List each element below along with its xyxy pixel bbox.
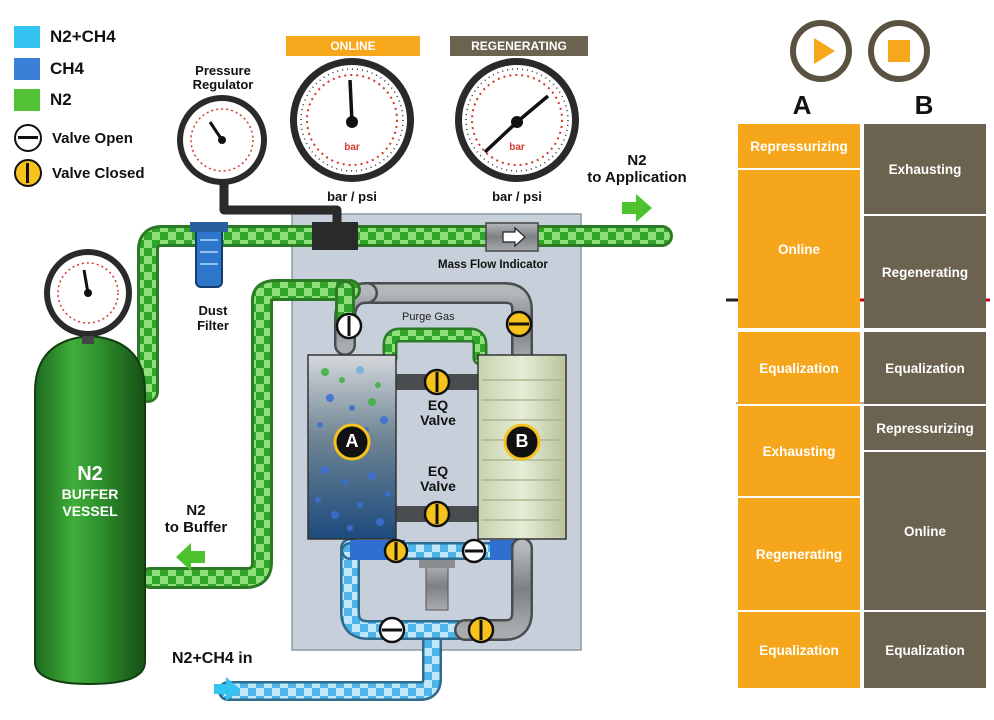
dust-filter: [195, 224, 223, 288]
schedule-a-step: Online: [738, 170, 860, 328]
valve-open-icon: [335, 312, 363, 340]
valve-closed-icon: [505, 310, 533, 338]
to-buffer-line2: to Buffer: [164, 519, 228, 536]
gauge-online: [290, 58, 414, 182]
gauge-face-unit: bar: [509, 142, 525, 153]
exhaust-muffler: [425, 561, 449, 611]
valve-closed-icon: [423, 500, 451, 528]
schedule-b-step: Exhausting: [864, 124, 986, 214]
schedule-b-step: Online: [864, 452, 986, 610]
mass-flow-label: Mass Flow Indicator: [438, 259, 548, 271]
legend-label: Valve Closed: [52, 164, 145, 182]
dust-filter-line2: Filter: [197, 318, 229, 333]
eq-valve-bottom-label: EQ Valve: [416, 464, 460, 494]
to-application-line1: N2: [627, 152, 647, 169]
legend-valve-closed: Valve Closed: [14, 159, 145, 187]
eq-valve-bottom-line2: Valve: [420, 478, 456, 494]
schedule-a-step: Exhausting: [738, 406, 860, 496]
legend-label: CH4: [50, 59, 85, 78]
arrow-to-application-icon: [622, 194, 652, 222]
stop-button[interactable]: [868, 20, 930, 82]
status-regenerating-banner: REGENERATING: [450, 36, 588, 56]
tower-b-label: B: [515, 431, 529, 451]
legend-valve-open: Valve Open: [14, 124, 133, 152]
legend-ch4: CH4: [14, 58, 84, 80]
dust-filter-line1: Dust: [198, 303, 228, 318]
stop-icon: [888, 40, 910, 62]
schedule-b-step: Repressurizing: [864, 406, 986, 450]
schedule-a-step: Equalization: [738, 612, 860, 688]
schedule-a-step: Regenerating: [738, 498, 860, 610]
arrow-to-buffer-icon: [176, 543, 205, 571]
gauge-regulator: [177, 95, 267, 185]
regulator-label-line2: Regulator: [192, 77, 254, 92]
gauge-vessel: [44, 249, 132, 344]
gauge-regenerating: [455, 58, 579, 182]
gauge-unit-label-regenerating: bar / psi: [492, 189, 542, 204]
to-application-label: N2 to Application: [580, 152, 694, 186]
gauge-unit-label-online: bar / psi: [327, 189, 377, 204]
schedule-a-step: Repressurizing: [738, 124, 860, 168]
buffer-vessel: [34, 334, 146, 686]
schedule-b-step: Equalization: [864, 332, 986, 404]
schedule-a-step: Equalization: [738, 332, 860, 404]
buffer-vessel-line3: VESSEL: [62, 503, 118, 519]
valve-open-icon: [14, 124, 42, 152]
regulator-block: [312, 222, 358, 250]
tower-a-label: A: [345, 431, 359, 451]
schedule-b-step: Regenerating: [864, 216, 986, 328]
play-button[interactable]: [790, 20, 852, 82]
to-buffer-label: N2 to Buffer: [158, 502, 234, 536]
arrow-inlet-icon: [214, 677, 240, 701]
valve-open-icon: [378, 616, 406, 644]
buffer-vessel-line1: N2: [77, 463, 103, 485]
valve-closed-icon: [14, 159, 42, 187]
valve-closed-icon: [467, 616, 495, 644]
legend-label: Valve Open: [52, 129, 133, 147]
valve-closed-icon: [383, 538, 409, 564]
buffer-vessel-line2: BUFFER: [61, 486, 119, 502]
purge-gas-label: Purge Gas: [402, 311, 455, 323]
column-b-header: B: [914, 90, 934, 120]
legend-swatch-n2: [14, 89, 40, 111]
to-application-line2: to Application: [587, 169, 687, 186]
legend-n2: N2: [14, 89, 72, 111]
pressure-regulator-label: Pressure Regulator: [178, 64, 268, 92]
buffer-vessel-label: N2 BUFFER VESSEL: [40, 462, 140, 520]
valves: [335, 310, 533, 644]
column-a-header: A: [792, 90, 812, 120]
inlet-label: N2+CH4 in: [172, 650, 253, 667]
eq-valve-top-line1: EQ: [427, 397, 449, 413]
valve-closed-icon: [423, 368, 451, 396]
to-buffer-line1: N2: [186, 502, 206, 519]
legend-swatch-ch4: [14, 58, 40, 80]
valve-open-icon: [461, 538, 487, 564]
dust-filter-label: Dust Filter: [185, 303, 241, 333]
eq-valve-top-line2: Valve: [420, 412, 456, 428]
eq-valve-bottom-line1: EQ: [427, 463, 449, 479]
regulator-label-line1: Pressure: [195, 63, 251, 78]
play-icon: [813, 38, 835, 64]
legend-label: N2+CH4: [50, 27, 116, 46]
legend-n2-ch4: N2+CH4: [14, 26, 116, 48]
gauge-face-unit: bar: [344, 142, 360, 153]
legend-swatch-n2-ch4: [14, 26, 40, 48]
status-online-banner: ONLINE: [286, 36, 420, 56]
schedule-b-step: Equalization: [864, 612, 986, 688]
legend-label: N2: [50, 90, 72, 109]
eq-valve-top-label: EQ Valve: [416, 398, 460, 428]
